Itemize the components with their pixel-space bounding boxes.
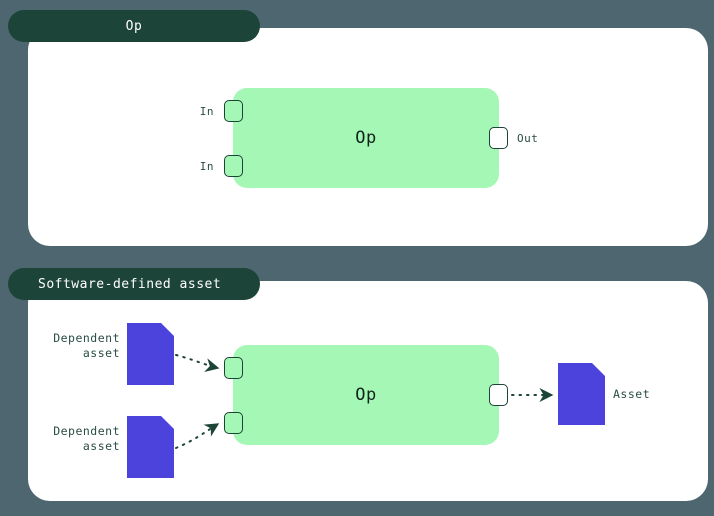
asset-label-out: Asset — [613, 387, 651, 401]
asset-icon-out[interactable] — [558, 363, 605, 425]
op-box-1-label: Op — [355, 128, 377, 148]
dependent-asset-icon-1[interactable] — [127, 323, 174, 385]
op-box-2-label: Op — [355, 385, 377, 405]
port-out-1[interactable] — [489, 127, 508, 149]
dependent-asset-label-2: Dependent asset — [53, 424, 120, 453]
port-in-4[interactable] — [224, 412, 243, 434]
dependent-asset-icon-2[interactable] — [127, 416, 174, 478]
port-out-2[interactable] — [489, 384, 508, 406]
panel-op-tab[interactable]: Op — [8, 10, 260, 42]
port-in-3[interactable] — [224, 357, 243, 379]
port-out-1-label: Out — [517, 132, 539, 145]
port-in-1[interactable] — [224, 100, 243, 122]
dependent-asset-label-1: Dependent asset — [53, 331, 120, 360]
op-box-1[interactable]: Op — [233, 88, 499, 188]
panel-sda-tab[interactable]: Software-defined asset — [8, 268, 260, 300]
port-in-1-label: In — [199, 105, 214, 118]
op-box-2[interactable]: Op — [233, 345, 499, 445]
port-in-2[interactable] — [224, 155, 243, 177]
port-in-2-label: In — [199, 160, 214, 173]
